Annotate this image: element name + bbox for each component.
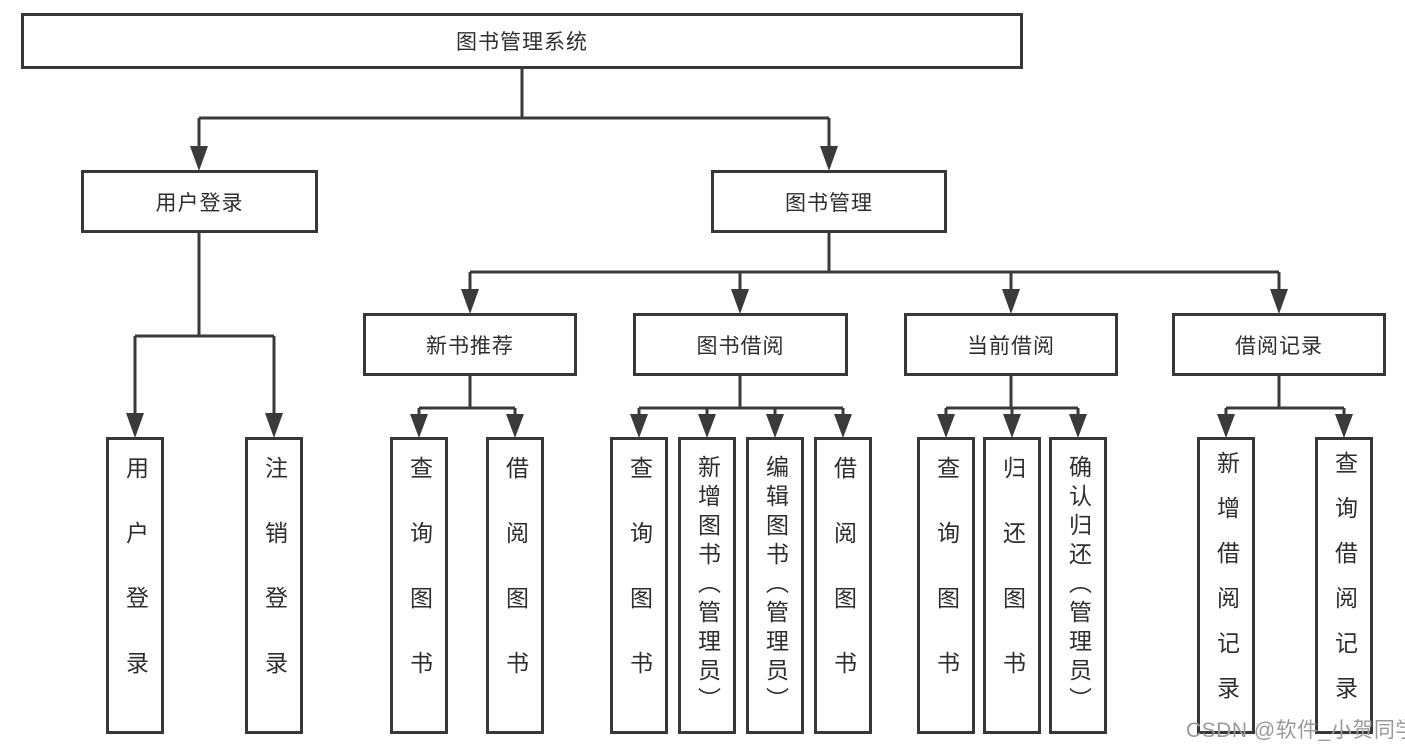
- node-label: 图书借阅: [696, 334, 785, 358]
- node-book-management: 图书管理: [711, 170, 947, 233]
- node-label: 借阅记录: [1235, 334, 1323, 358]
- connector-new-book-recommend-branch: [410, 376, 524, 438]
- node-user-login: 用户登录: [81, 170, 318, 233]
- node-label: 用户登录: [155, 191, 244, 215]
- leaf-add-borrow-record: 新增借阅记录: [1197, 437, 1255, 734]
- leaf-user-login: 用户登录: [106, 437, 164, 734]
- node-new-book-recommend: 新书推荐: [363, 313, 577, 376]
- node-label: 新书推荐: [426, 334, 514, 358]
- node-label: 用户登录: [122, 455, 149, 716]
- node-label: 查询图书: [626, 455, 653, 716]
- leaf-query-books-recommend: 查询图书: [390, 437, 448, 734]
- connector-book-borrow-branch: [630, 376, 852, 438]
- node-label: 查询图书: [406, 455, 433, 716]
- leaf-borrow-books-recommend: 借阅图书: [486, 437, 544, 734]
- leaf-borrow-books: 借阅图书: [814, 437, 872, 734]
- connector-book-management-branch: [461, 233, 1288, 314]
- node-label: 图书管理系统: [456, 31, 588, 54]
- node-current-borrow: 当前借阅: [904, 313, 1118, 376]
- node-label: 确认归还（管理员）: [1065, 455, 1092, 716]
- leaf-return-books: 归还图书: [983, 437, 1041, 734]
- node-label: 注销登录: [261, 455, 288, 716]
- connector-borrow-records-branch: [1217, 376, 1353, 438]
- node-label: 编辑图书（管理员）: [762, 455, 789, 716]
- node-label: 当前借阅: [967, 334, 1055, 358]
- node-label: 查询借阅记录: [1331, 450, 1358, 721]
- leaf-confirm-return-admin: 确认归还（管理员）: [1049, 437, 1107, 734]
- leaf-query-books-current: 查询图书: [917, 437, 975, 734]
- node-label: 借阅图书: [830, 455, 857, 716]
- node-label: 新增图书（管理员）: [694, 455, 721, 716]
- connector-user-login-branch: [126, 233, 283, 438]
- leaf-edit-books-admin: 编辑图书（管理员）: [746, 437, 804, 734]
- leaf-query-books-borrow: 查询图书: [610, 437, 668, 734]
- leaf-add-books-admin: 新增图书（管理员）: [678, 437, 736, 734]
- node-label: 查询图书: [933, 455, 960, 716]
- node-book-borrow: 图书借阅: [633, 313, 848, 376]
- leaf-logout: 注销登录: [245, 437, 303, 734]
- leaf-query-borrow-record: 查询借阅记录: [1315, 437, 1373, 734]
- node-label: 新增借阅记录: [1213, 450, 1240, 721]
- watermark: CSDN @软件_小贺同学: [1186, 719, 1405, 742]
- node-borrow-records: 借阅记录: [1172, 313, 1386, 376]
- node-library-management-system: 图书管理系统: [21, 13, 1023, 69]
- connector-root-to-level2: [190, 69, 838, 171]
- node-label: 图书管理: [785, 191, 873, 215]
- node-label: 借阅图书: [502, 455, 529, 716]
- node-label: 归还图书: [999, 455, 1026, 716]
- connector-current-borrow-branch: [937, 376, 1087, 438]
